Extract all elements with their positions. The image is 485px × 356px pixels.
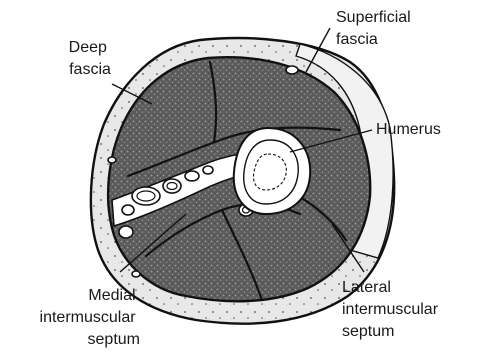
superficial-fascia-label: Superficial fascia bbox=[336, 9, 415, 48]
deep-fascia-label: Deep fascia bbox=[69, 39, 112, 78]
medial-intermuscular-septum-label: Medial intermuscular septum bbox=[40, 287, 140, 348]
humerus-label: Humerus bbox=[376, 121, 441, 138]
humerus-bone bbox=[234, 128, 310, 214]
lateral-intermuscular-septum-label: Lateral intermuscular septum bbox=[342, 279, 442, 340]
